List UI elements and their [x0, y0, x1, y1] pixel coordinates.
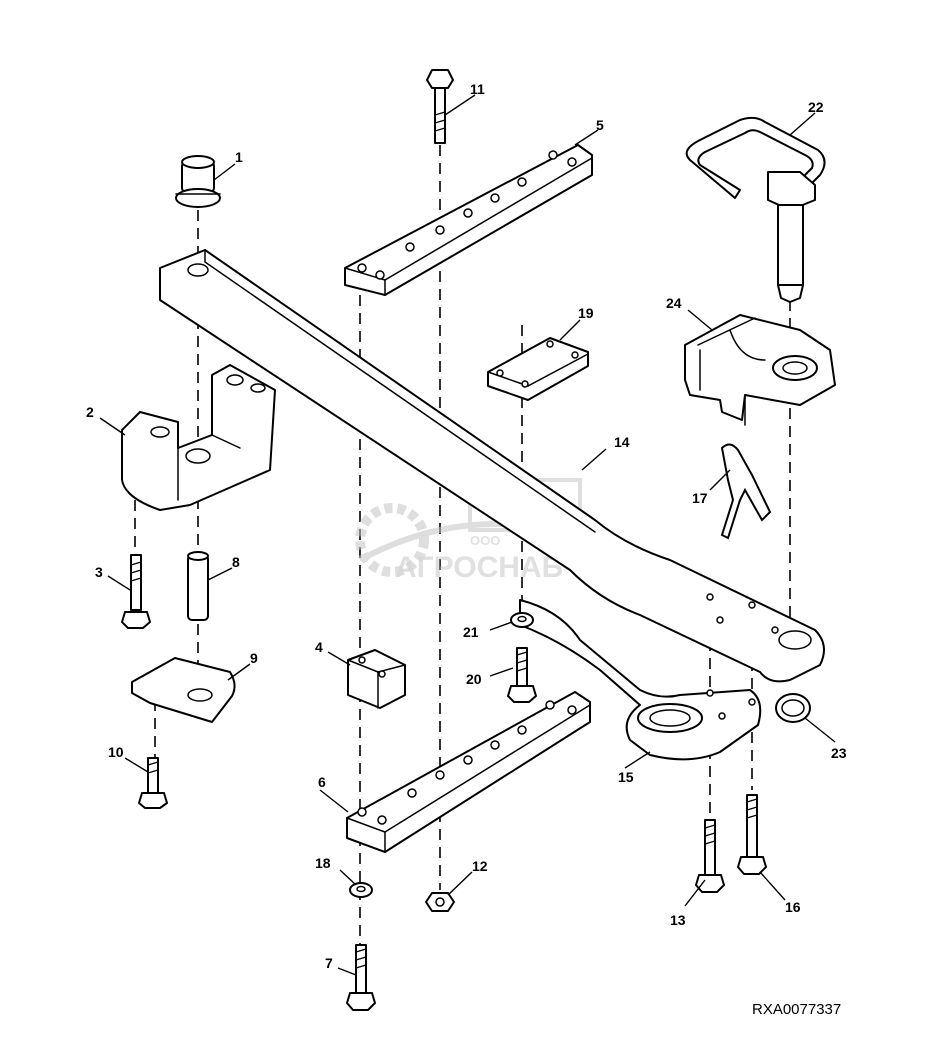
- part-15-lower-link: [519, 599, 762, 761]
- callout-19: 19: [578, 305, 594, 321]
- part-22-hitch-pin: [685, 116, 826, 303]
- callout-16: 16: [785, 899, 801, 915]
- callout-11: 11: [470, 81, 485, 97]
- assembly-axis-lines: [134, 145, 791, 945]
- part-16-bolt: [737, 794, 767, 875]
- part-17-spring-clip: [720, 443, 772, 540]
- callout-18: 18: [315, 855, 331, 871]
- callout-9: 9: [250, 650, 258, 666]
- callout-23: 23: [831, 745, 847, 761]
- reference-code: RXA0077337: [752, 1001, 841, 1018]
- part-11-bolt: [426, 69, 454, 144]
- part-2-bracket: [121, 364, 276, 511]
- watermark-line1: ООО: [470, 533, 500, 548]
- callout-21: 21: [463, 624, 479, 640]
- part-1-plug: [175, 155, 221, 208]
- part-23-snap-ring: [775, 693, 811, 723]
- part-6-lower-bar: [346, 691, 591, 853]
- callout-8: 8: [232, 554, 240, 570]
- part-13-bolt: [695, 819, 725, 893]
- callout-5: 5: [596, 117, 604, 133]
- leader-lines: [99, 94, 836, 976]
- callout-13: 13: [670, 912, 686, 928]
- part-20-bolt: [507, 647, 537, 703]
- callout-17: 17: [692, 490, 708, 506]
- part-7-bolt: [346, 944, 376, 1011]
- callout-12: 12: [472, 858, 488, 874]
- part-14-drawbar: [159, 249, 825, 683]
- part-3-bolt: [121, 554, 151, 629]
- watermark-line2: АГРОСНАБ: [395, 551, 563, 584]
- callout-2: 2: [86, 404, 94, 420]
- part-18-washer: [349, 882, 373, 898]
- part-19-small-plate: [487, 337, 589, 401]
- callout-labels: 1 2 3 4 5 6 7 8 9 10 11 12 13 14 15 16 1…: [86, 81, 847, 971]
- callout-15: 15: [618, 769, 634, 785]
- callout-10: 10: [108, 744, 124, 760]
- callout-6: 6: [318, 774, 326, 790]
- part-10-bolt: [138, 757, 168, 809]
- callout-3: 3: [95, 564, 103, 580]
- part-4-block: [347, 649, 406, 709]
- callout-7: 7: [325, 955, 333, 971]
- callout-22: 22: [808, 99, 824, 115]
- callout-24: 24: [666, 295, 682, 311]
- part-8-pin: [187, 551, 209, 621]
- part-9-plate: [131, 657, 236, 723]
- part-24-latch: [684, 314, 836, 426]
- part-5-upper-bar: [344, 144, 593, 296]
- callout-1: 1: [235, 149, 243, 165]
- watermark-logo: ООО АГРОСНАБ: [355, 478, 591, 584]
- callout-14: 14: [614, 434, 630, 450]
- part-21-washer: [510, 612, 534, 628]
- callout-20: 20: [466, 671, 482, 687]
- part-12-nut: [425, 892, 455, 912]
- callout-4: 4: [315, 639, 323, 655]
